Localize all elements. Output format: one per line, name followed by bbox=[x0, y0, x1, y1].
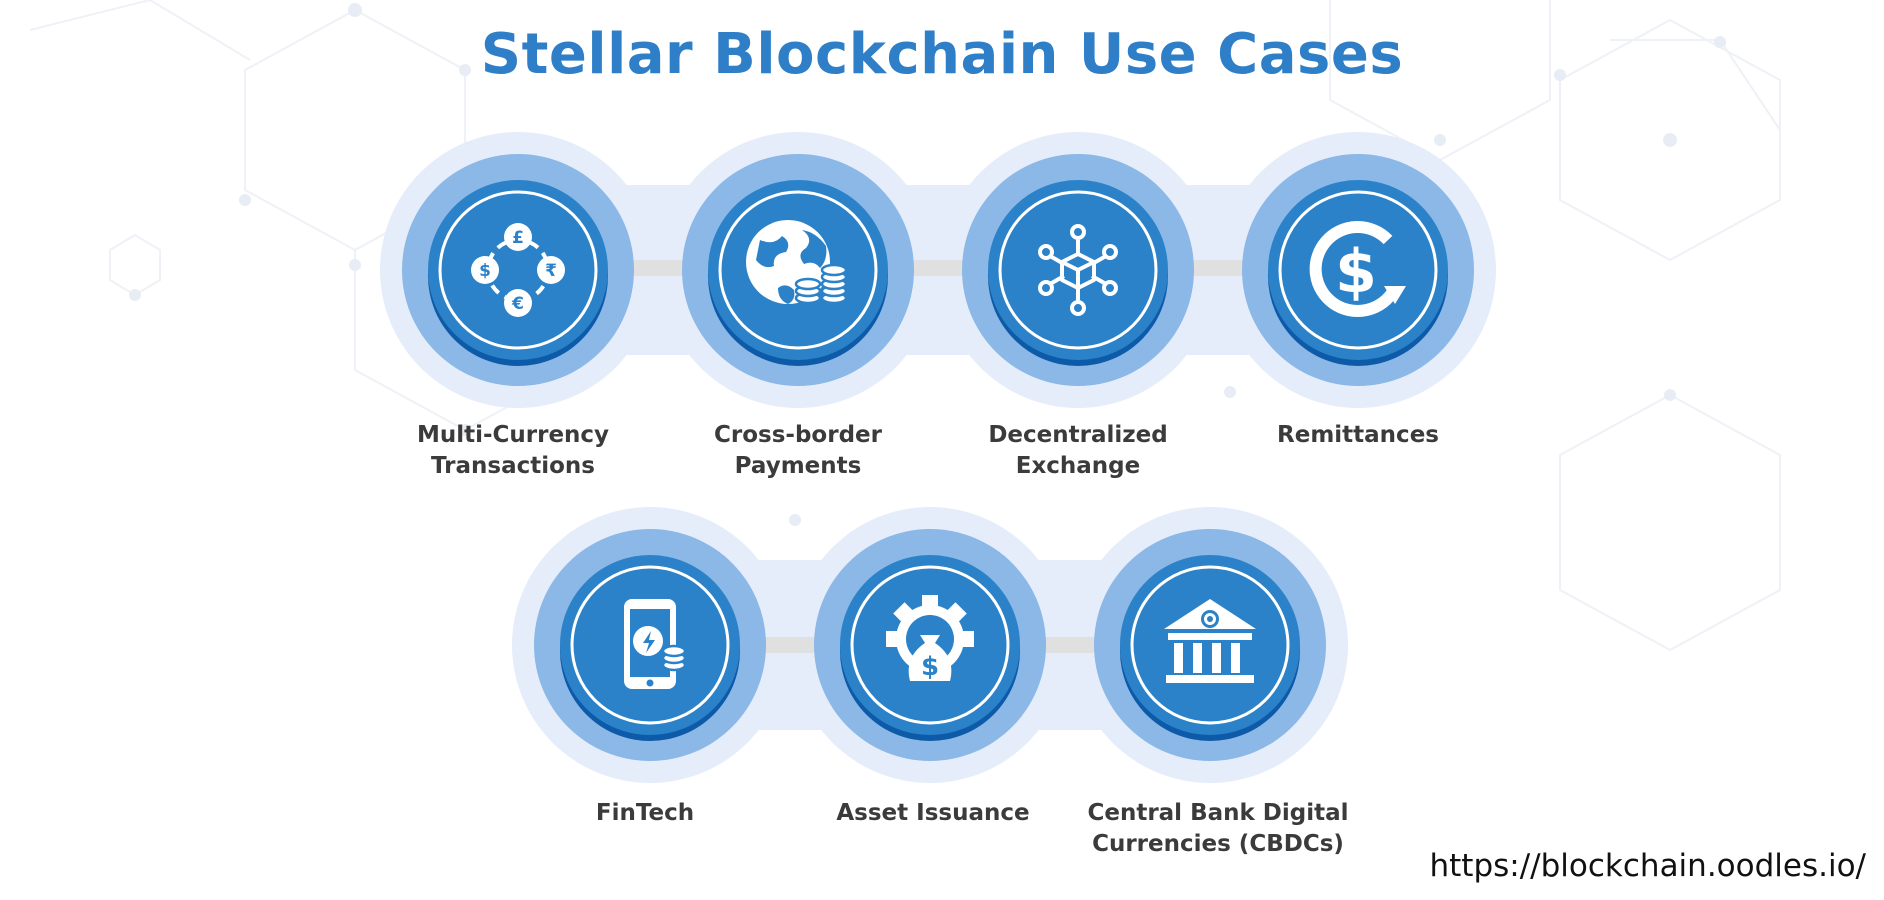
label-asset-issuance: Asset Issuance bbox=[836, 800, 1030, 826]
label-cross-border-payments: Cross-border Payments bbox=[714, 422, 882, 479]
label-cbdc: Central Bank Digital Currencies (CBDCs) bbox=[1087, 800, 1349, 857]
svg-text:$: $ bbox=[921, 652, 939, 682]
label-fintech: FinTech bbox=[595, 800, 695, 826]
globe-coins-icon bbox=[746, 220, 848, 305]
label-multi-currency-transactions: Multi-Currency Transactions bbox=[416, 422, 610, 479]
network-cube-icon bbox=[1038, 224, 1118, 316]
gear-money-bag-icon: $ bbox=[886, 595, 974, 682]
node-remittances bbox=[1242, 154, 1474, 386]
svg-text:£: £ bbox=[512, 228, 524, 248]
svg-text:$: $ bbox=[1335, 237, 1377, 307]
source-url: https://blockchain.oodles.io/ bbox=[1429, 848, 1867, 884]
label-decentralized-exchange: Decentralized Exchange bbox=[988, 422, 1168, 479]
svg-text:$: $ bbox=[479, 261, 491, 281]
currency-exchange-icon: £ ₹ € $ bbox=[471, 223, 565, 317]
node-multi-currency-transactions bbox=[402, 154, 634, 386]
label-remittances: Remittances bbox=[1277, 422, 1439, 448]
mobile-payment-icon bbox=[624, 599, 687, 689]
svg-text:₹: ₹ bbox=[545, 261, 557, 281]
svg-text:€: € bbox=[511, 294, 524, 314]
bank-icon bbox=[1164, 599, 1256, 683]
page-title: Stellar Blockchain Use Cases bbox=[480, 22, 1404, 87]
node-cbdc bbox=[1094, 529, 1326, 761]
dollar-cycle-icon: $ bbox=[1309, 221, 1406, 317]
